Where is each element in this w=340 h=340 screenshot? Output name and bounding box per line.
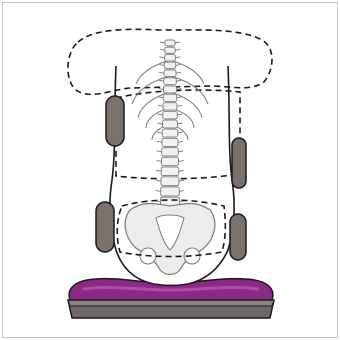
vertebra (163, 94, 177, 101)
vertebra (162, 148, 179, 156)
vertebra (165, 55, 176, 61)
vertebra (161, 187, 180, 196)
vertebra (165, 47, 176, 53)
vertebra (165, 40, 175, 46)
vertebra (163, 120, 178, 128)
vertebra (164, 86, 177, 93)
vertebra (164, 78, 177, 85)
right-lower-lateral-pad (230, 214, 246, 260)
vertebra (161, 177, 179, 186)
vertebra (162, 157, 179, 166)
vertebra (164, 70, 176, 77)
vertebra (163, 103, 177, 110)
seat-base (68, 300, 274, 318)
vertebra (163, 111, 178, 119)
right-upper-lateral-pad (232, 138, 246, 188)
left-upper-lateral-pad (106, 96, 124, 146)
vertebra (161, 167, 179, 176)
left-lower-lateral-pad (96, 202, 114, 252)
vertebra (162, 138, 178, 146)
vertebra (162, 129, 178, 137)
vertebra (164, 62, 176, 69)
